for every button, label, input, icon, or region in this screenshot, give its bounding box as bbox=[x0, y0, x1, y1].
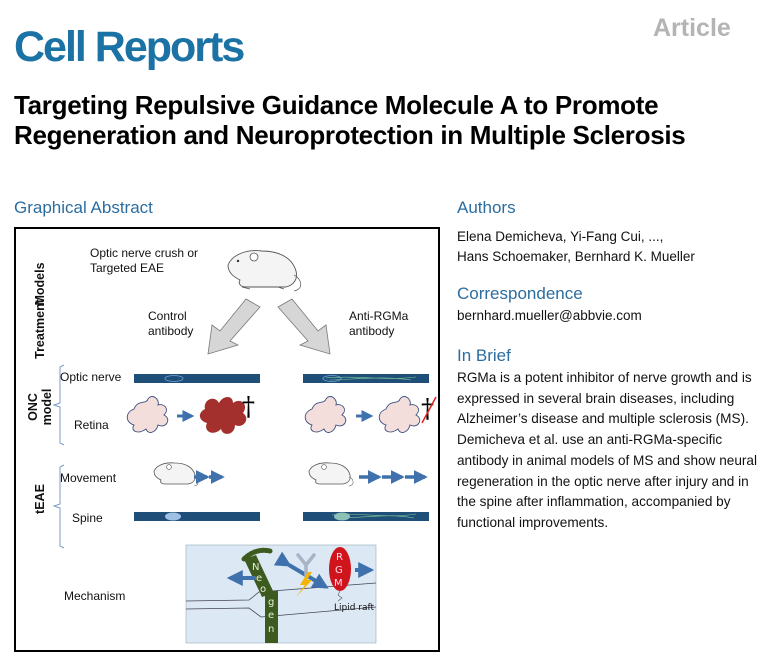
row-label-teae: tEAE bbox=[33, 484, 47, 514]
row-label-treatment: Treatment bbox=[33, 298, 47, 359]
mechanism-label: Mechanism bbox=[64, 589, 125, 603]
retina-survived-icon bbox=[378, 396, 421, 433]
rgm-letter: G bbox=[335, 565, 343, 576]
graphical-abstract-figure: Models Treatment ONC model tEAE Optic ne… bbox=[14, 227, 440, 652]
spine-control bbox=[134, 512, 260, 521]
rgm-letter: R bbox=[336, 552, 343, 563]
teae-bracket bbox=[52, 464, 65, 549]
row-label-onc-1: ONC bbox=[26, 393, 40, 421]
retina-dead-icon bbox=[199, 397, 247, 434]
crossed-death-symbol: † bbox=[421, 394, 434, 424]
authors-list: Elena Demicheva, Yi-Fang Cui, ..., Hans … bbox=[457, 227, 777, 267]
optic-nerve-treated bbox=[303, 374, 429, 383]
in-brief-heading: In Brief bbox=[457, 346, 511, 365]
spine-label: Spine bbox=[72, 511, 103, 525]
antibody-icon bbox=[296, 553, 316, 577]
rat-small-treated-icon bbox=[308, 462, 354, 487]
retina-healthy-icon-2 bbox=[304, 396, 347, 433]
neogenin-receptor-icon: N e o g e n bbox=[241, 547, 278, 643]
crossed-death-icon: † bbox=[421, 394, 437, 424]
anti-rgma-label-1: Anti-RGMa bbox=[349, 309, 409, 323]
optic-nerve-label: Optic nerve bbox=[60, 370, 122, 384]
neogenin-letter: e bbox=[256, 573, 262, 584]
retina-label: Retina bbox=[74, 418, 109, 432]
article-title: Targeting Repulsive Guidance Molecule A … bbox=[14, 90, 686, 150]
neogenin-letter: o bbox=[260, 584, 266, 595]
correspondence-email[interactable]: bernhard.mueller@abbvie.com bbox=[457, 308, 642, 323]
death-cross-icon: † bbox=[242, 392, 255, 422]
movement-label: Movement bbox=[60, 471, 117, 485]
graphical-abstract-svg: Models Treatment ONC model tEAE Optic ne… bbox=[26, 246, 437, 644]
row-label-models: Models bbox=[33, 262, 47, 305]
models-text-1: Optic nerve crush or bbox=[90, 246, 198, 260]
control-label-2: antibody bbox=[148, 324, 193, 338]
rat-small-control-icon bbox=[153, 462, 199, 487]
rgm-letter: M bbox=[334, 578, 343, 589]
neogenin-letter: e bbox=[268, 610, 274, 621]
lightning-bolt-icon bbox=[296, 572, 312, 597]
correspondence-heading: Correspondence bbox=[457, 284, 583, 303]
row-label-onc-2: model bbox=[40, 389, 54, 426]
neogenin-letter: N bbox=[252, 562, 259, 573]
mechanism-diagram: N e o g e n R G M bbox=[185, 544, 377, 644]
neogenin-letter: g bbox=[268, 597, 274, 608]
in-brief-text: RGMa is a potent inhibitor of nerve grow… bbox=[457, 370, 757, 530]
graphical-abstract-heading: Graphical Abstract bbox=[14, 198, 153, 217]
control-arrow-icon bbox=[207, 298, 261, 355]
neogenin-letter: n bbox=[268, 624, 274, 635]
article-type-label: Article bbox=[653, 14, 731, 42]
authors-heading: Authors bbox=[457, 198, 516, 217]
anti-rgma-label-2: antibody bbox=[349, 324, 394, 338]
anti-rgma-arrow-icon bbox=[277, 298, 331, 355]
optic-nerve-control bbox=[134, 374, 260, 383]
retina-healthy-icon bbox=[126, 396, 169, 433]
models-text-2: Targeted EAE bbox=[90, 261, 164, 275]
journal-name: Cell Reports bbox=[14, 23, 245, 71]
control-label-1: Control bbox=[148, 309, 187, 323]
rat-icon bbox=[227, 250, 302, 292]
authors-line-2: Hans Schoemaker, Bernhard K. Mueller bbox=[457, 249, 695, 264]
onc-bracket bbox=[52, 364, 65, 446]
spine-treated bbox=[303, 512, 429, 521]
lipid-raft-label: Lipid raft bbox=[334, 603, 375, 613]
rgm-protein-icon: R G M bbox=[329, 547, 351, 602]
authors-line-1: Elena Demicheva, Yi-Fang Cui, ..., bbox=[457, 229, 664, 244]
